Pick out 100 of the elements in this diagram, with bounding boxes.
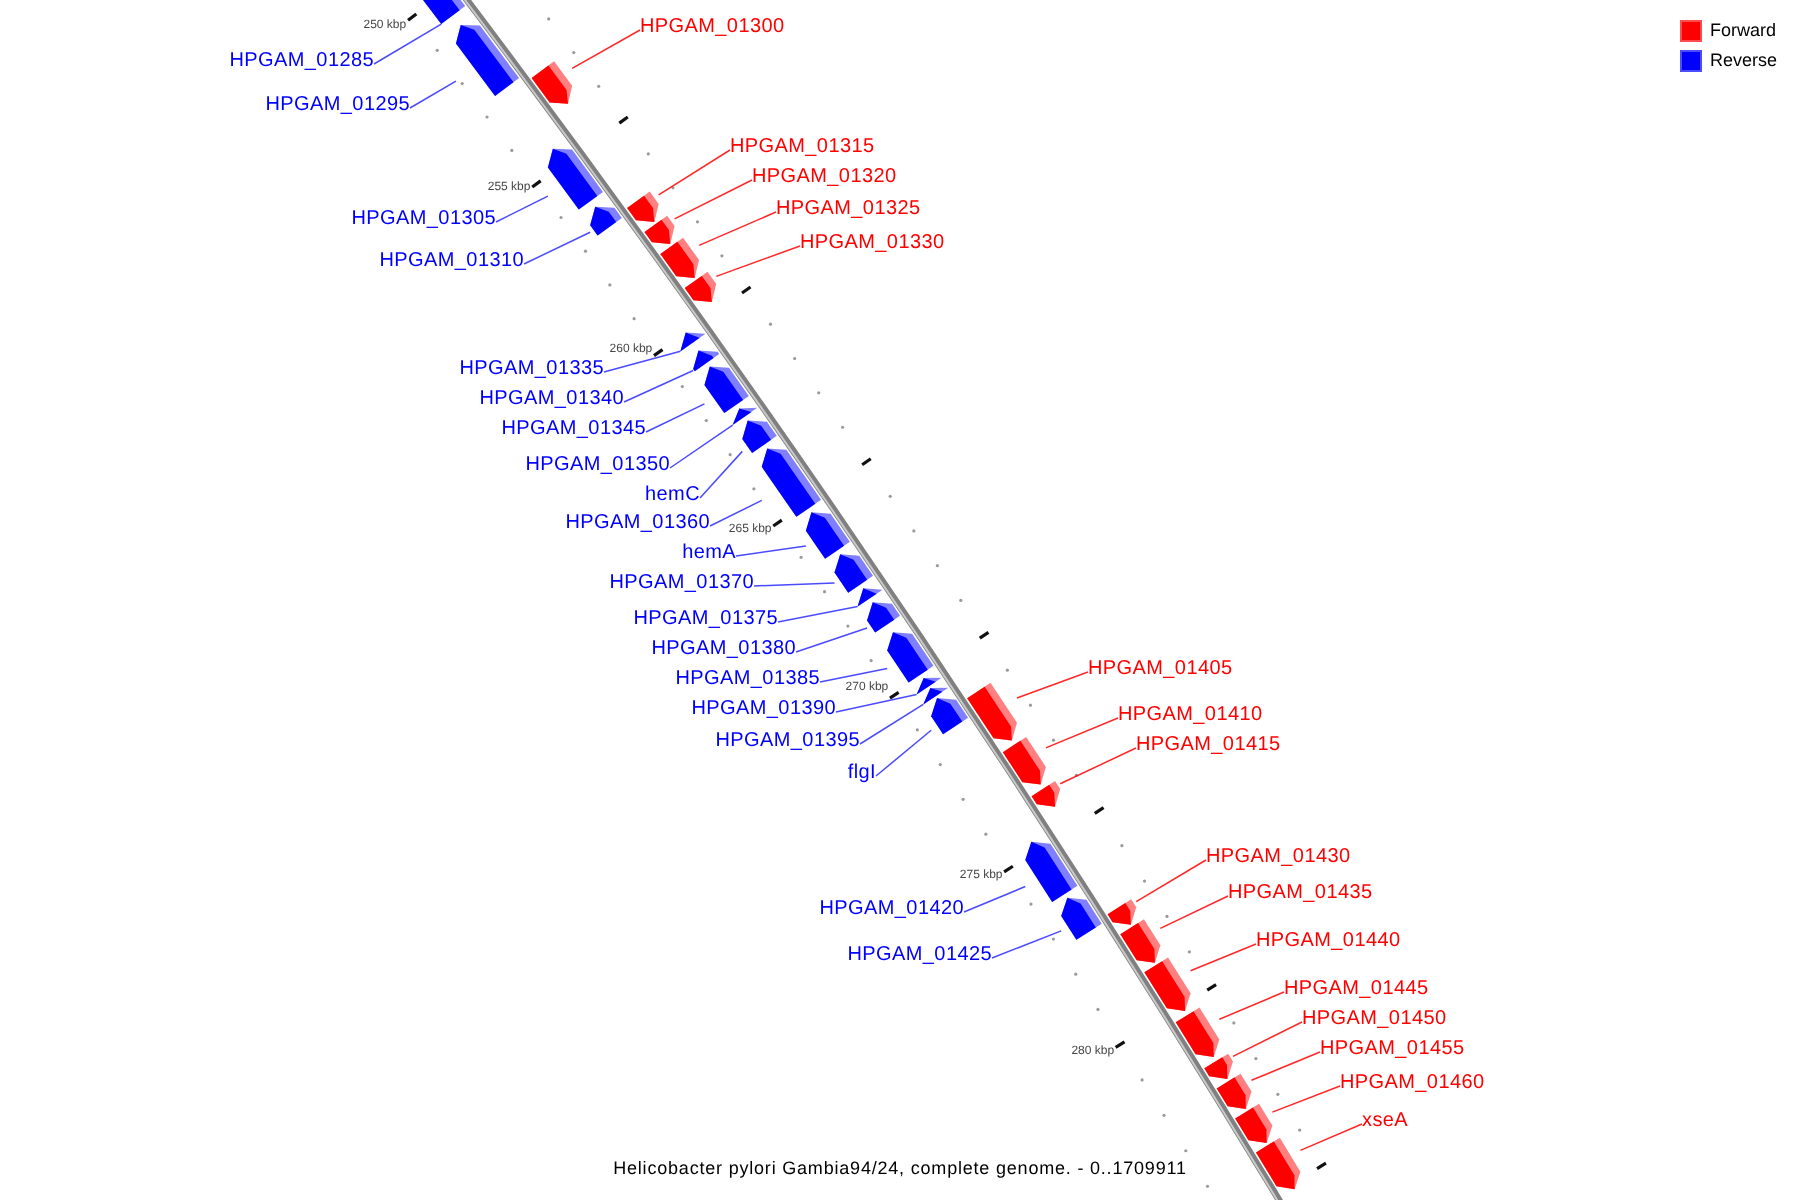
gene-label: HPGAM_01385: [675, 668, 820, 692]
gene-label: HPGAM_01305: [351, 208, 496, 232]
leader-line: [1159, 895, 1229, 930]
leader-line: [795, 627, 868, 653]
leader-line: [709, 499, 763, 527]
gene-label: xseA: [1362, 1110, 1409, 1134]
gene-label: HPGAM_01450: [1302, 1008, 1447, 1032]
leader-line: [753, 582, 836, 587]
caption: Helicobacter pylori Gambia94/24, complete genome. - 0..1709911: [613, 1156, 1187, 1180]
gene-label: HPGAM_01420: [819, 898, 964, 922]
gene-label: HPGAM_01310: [379, 250, 524, 274]
leader-line: [698, 211, 777, 247]
leader-line: [859, 703, 924, 745]
gene-label: HPGAM_01440: [1256, 930, 1401, 954]
gene-block: [761, 448, 822, 517]
leader-line: [657, 149, 731, 196]
gene-label: HPGAM_01345: [501, 418, 646, 442]
gene-label: HPGAM_01380: [651, 638, 796, 662]
gene-block: [805, 512, 850, 559]
gene-label: hemC: [645, 484, 700, 508]
legend-label: Reverse: [1710, 50, 1778, 72]
gene-block: [1255, 1137, 1301, 1190]
gene-label: HPGAM_01285: [229, 50, 374, 74]
gene-block: [1002, 736, 1046, 785]
gene-block: [422, 0, 466, 25]
leader-line: [571, 29, 641, 70]
gene-block: [680, 332, 706, 352]
gene-label: HPGAM_01295: [265, 94, 410, 118]
gene-label: HPGAM_01350: [525, 454, 670, 478]
gene-label: HPGAM_01445: [1284, 978, 1429, 1002]
gene-label: HPGAM_01395: [715, 730, 860, 754]
gene-block: [590, 206, 622, 236]
gene-label: HPGAM_01330: [800, 232, 945, 256]
gene-block: [644, 215, 675, 244]
leader-line: [373, 23, 442, 65]
leader-line: [1135, 859, 1207, 903]
leader-line: [1218, 991, 1285, 1021]
leader-line: [991, 930, 1062, 959]
gene-block: [1235, 1103, 1273, 1144]
gene-label: HPGAM_01435: [1228, 882, 1373, 906]
leader-line: [1045, 717, 1119, 749]
gene-block: [531, 61, 573, 104]
leader-line: [963, 885, 1027, 913]
gene-label: HPGAM_01430: [1206, 846, 1351, 870]
leader-line: [669, 424, 734, 469]
gene-label: HPGAM_01425: [847, 944, 992, 968]
gene-block: [1025, 841, 1078, 902]
leader-line: [673, 179, 753, 220]
gene-label: HPGAM_01415: [1136, 734, 1281, 758]
leader-line: [523, 231, 591, 265]
gene-label: HPGAM_01375: [633, 608, 778, 632]
gene-label: HPGAM_01360: [565, 512, 710, 536]
leader-line: [623, 369, 694, 403]
gene-label: HPGAM_01370: [609, 572, 754, 596]
gene-label: HPGAM_01405: [1088, 658, 1233, 682]
gene-label: HPGAM_01390: [691, 698, 836, 722]
gene-block: [1204, 1053, 1233, 1079]
leader-line: [777, 605, 859, 623]
gene-label: HPGAM_01315: [730, 136, 875, 160]
leader-line: [1299, 1123, 1363, 1152]
gene-block: [704, 366, 749, 414]
gene-block: [887, 632, 934, 683]
gene-block: [684, 271, 717, 302]
gene-label: HPGAM_01455: [1320, 1038, 1465, 1062]
leader-line: [735, 545, 807, 557]
leader-line: [603, 350, 682, 373]
gene-block: [931, 698, 969, 735]
gene-block: [1031, 781, 1061, 807]
gene-block: [627, 191, 659, 222]
leader-line: [835, 693, 918, 713]
leader-line: [1189, 943, 1257, 972]
legend-label: Forward: [1710, 20, 1777, 42]
gene-block: [1216, 1073, 1252, 1110]
gene-label: HPGAM_01325: [776, 198, 921, 222]
gene-block: [967, 682, 1017, 741]
leader-line: [1016, 671, 1089, 699]
gene-block: [455, 25, 520, 96]
leader-line: [699, 450, 744, 499]
gene-label: flgI: [847, 762, 876, 786]
gene-block: [660, 237, 700, 278]
leader-line: [1232, 1021, 1303, 1058]
gene-block: [1120, 919, 1161, 963]
leader-line: [645, 403, 706, 433]
leader-line: [1271, 1085, 1341, 1113]
leader-line: [819, 667, 888, 683]
gene-label: HPGAM_01320: [752, 166, 897, 190]
gene-label: HPGAM_01300: [640, 16, 785, 40]
gene-label: hemA: [682, 542, 736, 566]
leader-line: [1250, 1051, 1321, 1082]
leader-line: [1059, 747, 1137, 785]
gene-block: [1144, 957, 1191, 1011]
gene-block: [742, 420, 777, 453]
gene-block: [1061, 897, 1102, 940]
gene-block: [547, 148, 603, 210]
leader-line: [875, 729, 932, 777]
gene-label: HPGAM_01410: [1118, 704, 1263, 728]
gene-block: [834, 554, 873, 593]
leader-line: [715, 245, 801, 278]
gene-label: HPGAM_01460: [1340, 1072, 1485, 1096]
leader-line: [495, 195, 549, 223]
